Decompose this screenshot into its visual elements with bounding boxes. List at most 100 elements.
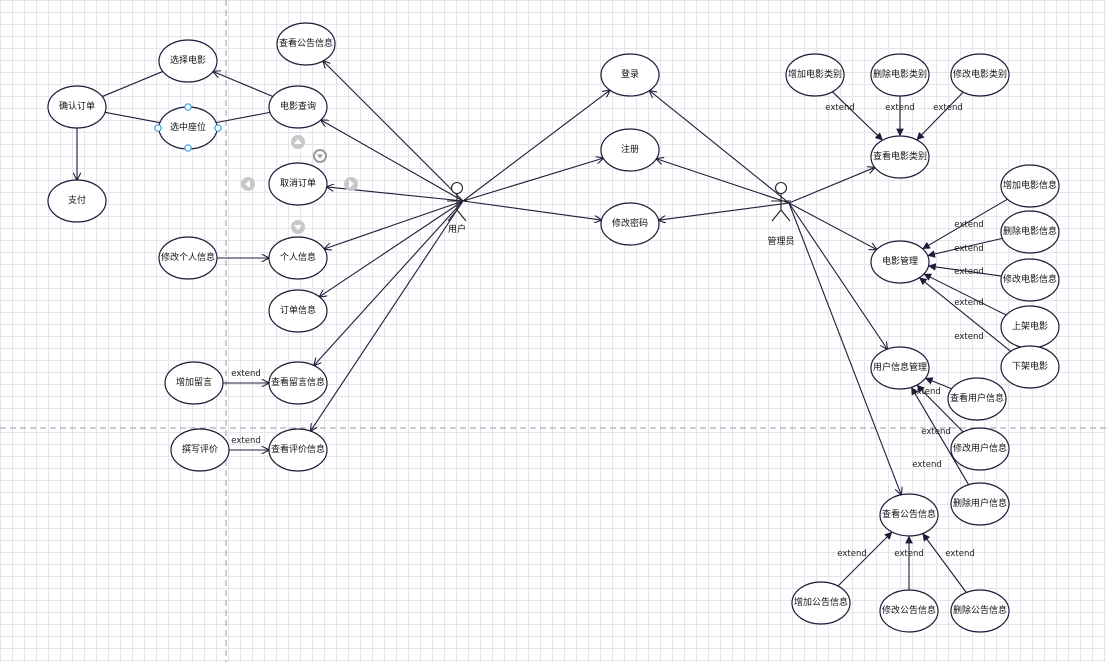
extend-label: extend [954,267,983,277]
use-case-delete-movie-info[interactable]: 删除电影信息 [1000,210,1060,254]
use-case-label: 电影查询 [280,100,316,112]
use-case-confirm-order[interactable]: 确认订单 [47,85,107,129]
use-case-movie-query[interactable]: 电影查询 [268,85,328,129]
actor-admin[interactable]: 管理员 [767,181,795,248]
use-cases: 查看公告信息选择电影确认订单选中座位电影查询支付取消订单修改个人信息个人信息订单… [47,22,1060,633]
extend-label: extend [885,103,914,113]
use-case-select-seat[interactable]: 选中座位 [158,106,218,150]
use-case-label: 增加留言 [176,376,212,388]
edges [77,61,1011,593]
association-admin-register [656,159,790,204]
association-admin-user-info-manage [788,202,887,349]
extend-label: extend [231,369,260,379]
hover-connect-arrows[interactable] [241,135,358,234]
relation-select-seat-confirm-order [104,111,161,124]
extend-label: extend [933,103,962,113]
use-case-shelve-movie[interactable]: 上架电影 [1000,305,1060,349]
use-case-add-message[interactable]: 增加留言 [164,361,224,405]
use-case-edit-user-info[interactable]: 修改用户信息 [950,427,1010,471]
handle-top[interactable] [184,103,192,111]
use-case-user-info-manage[interactable]: 用户信息管理 [870,346,930,390]
use-case-delete-notice[interactable]: 删除公告信息 [950,589,1010,633]
use-case-label: 删除电影类别 [873,68,927,80]
extend-label: extend [825,103,854,113]
use-case-view-category[interactable]: 查看电影类别 [870,135,930,179]
handle-left[interactable] [154,124,162,132]
extend-label: extend [954,298,983,308]
use-case-label: 选择电影 [170,54,206,66]
use-case-label: 登录 [621,69,639,80]
association-admin-movie-manage [788,202,877,250]
use-case-label: 个人信息 [280,251,316,263]
handle-right[interactable] [214,124,222,132]
use-case-label: 查看评价信息 [271,443,325,455]
handle-bottom[interactable] [184,144,192,152]
use-case-login[interactable]: 登录 [600,53,660,97]
use-case-edit-movie-info[interactable]: 修改电影信息 [1000,258,1060,302]
use-case-label: 注册 [621,143,639,155]
use-case-label: 下架电影 [1012,360,1048,372]
use-case-select-movie[interactable]: 选择电影 [158,39,218,83]
relation-add-category-view-category [832,91,883,141]
use-case-label: 修改电影信息 [1003,273,1057,285]
association-user-change-password [462,200,602,220]
use-case-delete-user-info[interactable]: 删除用户信息 [950,482,1010,526]
association-user-login [462,90,610,202]
use-case-view-notice-admin[interactable]: 查看公告信息 [879,493,939,537]
association-user-view-notice-user [323,61,464,202]
use-case-label: 增加电影信息 [1003,179,1057,191]
extend-label: extend [231,436,260,446]
association-admin-view-notice-admin [788,202,901,495]
use-case-add-notice[interactable]: 增加公告信息 [791,581,851,625]
relation-delete-user-info-user-info-manage [910,386,970,485]
use-case-personal-info[interactable]: 个人信息 [268,236,328,280]
use-case-register[interactable]: 注册 [600,128,660,172]
use-case-label: 删除电影信息 [1003,225,1057,237]
use-case-cancel-order[interactable]: 取消订单 [268,162,328,206]
association-user-view-message [314,200,464,365]
use-case-view-notice-user[interactable]: 查看公告信息 [276,22,336,66]
selection-handles[interactable] [154,103,222,152]
use-case-view-user-info[interactable]: 查看用户信息 [947,377,1007,421]
association-admin-view-category [788,167,875,204]
use-case-view-review[interactable]: 查看评价信息 [268,428,328,472]
use-case-label: 查看用户信息 [950,392,1004,404]
use-case-label: 查看电影类别 [873,150,927,162]
extend-label: extend [912,460,941,470]
use-case-label: 查看公告信息 [279,37,333,49]
use-case-edit-category[interactable]: 修改电影类别 [950,53,1010,97]
use-case-add-movie-info[interactable]: 增加电影信息 [1000,164,1060,208]
association-user-order-info [319,200,464,297]
use-case-edit-notice[interactable]: 修改公告信息 [879,589,939,633]
use-case-view-message[interactable]: 查看留言信息 [268,361,328,405]
use-case-order-info[interactable]: 订单信息 [268,289,328,333]
relation-edit-user-info-user-info-manage [916,384,964,433]
use-case-label: 支付 [68,194,86,206]
use-case-write-review[interactable]: 撰写评价 [170,428,230,472]
association-admin-change-password [659,202,790,220]
use-case-add-category[interactable]: 增加电影类别 [785,53,845,97]
use-case-pay[interactable]: 支付 [47,179,107,223]
use-case-label: 撰写评价 [182,443,218,455]
association-admin-login [649,91,790,204]
use-case-edit-personal-info[interactable]: 修改个人信息 [158,236,218,280]
extend-label: extend [911,387,940,397]
use-case-label: 确认订单 [59,100,95,112]
relation-movie-query-select-movie [213,72,274,98]
use-case-unshelve-movie[interactable]: 下架电影 [1000,345,1060,389]
association-user-view-review [311,200,464,431]
association-user-register [462,158,603,202]
use-case-delete-category[interactable]: 删除电影类别 [870,53,930,97]
use-case-movie-manage[interactable]: 电影管理 [870,240,930,284]
use-case-label: 查看留言信息 [271,376,325,388]
use-case-label: 增加电影类别 [788,68,842,80]
use-case-change-password[interactable]: 修改密码 [600,202,660,246]
use-case-label: 取消订单 [280,177,316,189]
extend-label: extend [921,427,950,437]
relation-delete-notice-view-notice-admin [922,533,967,593]
relation-select-movie-confirm-order [101,70,164,98]
extend-labels: extend extend extend extend extend extend exte… [231,103,983,559]
actor-user[interactable]: 用户 [447,181,467,236]
use-case-label: 修改用户信息 [953,442,1007,454]
